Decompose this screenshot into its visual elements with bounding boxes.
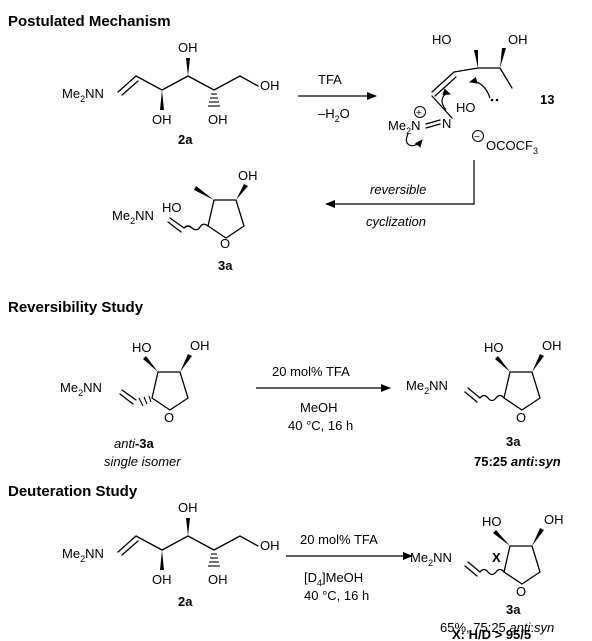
compound-3a-product: HO OH O Me2NN 3a 75:25 anti:syn — [406, 338, 562, 469]
me2nn-label: Me2NN — [406, 378, 448, 396]
compound-2a-deuteration: Me2NN OH OH OH OH 2a — [62, 500, 280, 609]
reagent-20-mol-tfa: 20 mol% TFA — [300, 532, 378, 547]
trifluoroacetate-label: OCOCF3 — [486, 138, 538, 156]
ring-oxygen: O — [164, 410, 174, 425]
oh-label: OH — [260, 78, 280, 93]
oh-label: OH — [238, 168, 258, 183]
me2nn-label: Me2NN — [62, 546, 104, 564]
anti-3a-label: anti-3a — [114, 436, 155, 451]
me2nn-label: Me2NN — [112, 208, 154, 226]
oh-label: OH — [208, 112, 228, 127]
compound-label-2a: 2a — [178, 132, 193, 147]
ho-label: HO — [162, 200, 182, 215]
compound-label-3a: 3a — [506, 434, 521, 449]
cyclization-arrow — [325, 160, 475, 208]
solvent-meoh: MeOH — [300, 400, 338, 415]
reagent-minus-water: –H2O — [318, 106, 350, 124]
me2nn-label: Me2NN — [60, 380, 102, 398]
oh-label: OH — [508, 32, 528, 47]
me2nn-label: Me2NN — [62, 86, 104, 104]
cyclization-label: cyclization — [366, 214, 426, 229]
compound-label-13: 13 — [540, 92, 554, 107]
oh-label: OH — [544, 512, 564, 527]
n-label: N — [442, 116, 451, 131]
oh-label: OH — [542, 338, 562, 353]
oh-label: OH — [260, 538, 280, 553]
heading-reversibility-study: Reversibility Study — [8, 299, 144, 316]
compound-2a-mechanism: Me2NN OH OH OH OH 2a — [62, 40, 280, 147]
me2n-plus-label: Me2N — [388, 118, 420, 136]
oh-label: OH — [190, 338, 210, 353]
yield-ratio: 65%, 75:25 anti:syn — [440, 620, 554, 635]
hd-ratio: X: H/D > 95/5 — [452, 627, 531, 641]
ho-label: HO — [456, 100, 476, 115]
conditions: 40 °C, 16 h — [304, 588, 369, 603]
oh-label: OH — [178, 500, 198, 515]
intermediate-13: HO OH HO 13 Me2N + N − OCOCF3 — [388, 32, 554, 156]
ring-oxygen: O — [516, 410, 526, 425]
compound-label-3a: 3a — [506, 602, 521, 617]
ho-label: HO — [482, 514, 502, 529]
oh-label: OH — [178, 40, 198, 55]
heading-postulated-mechanism: Postulated Mechanism — [8, 13, 171, 30]
reagent-20-mol-tfa: 20 mol% TFA — [272, 364, 350, 379]
compound-3a-mechanism: HO OH O Me2NN 3a — [112, 168, 258, 273]
single-isomer-label: single isomer — [104, 454, 181, 469]
plus-charge: + — [416, 108, 422, 119]
solvent-d4-meoh: [D4]MeOH — [304, 570, 363, 588]
compound-3a-deuterated: HO OH O X Me2NN 3a 65%, 75:25 anti:syn — [410, 512, 564, 635]
heading-deuteration-study: Deuteration Study — [8, 483, 138, 500]
minus-charge: − — [474, 132, 480, 143]
oh-label: OH — [152, 112, 172, 127]
ho-label: HO — [132, 340, 152, 355]
reagent-tfa: TFA — [318, 72, 342, 87]
ring-oxygen: O — [220, 236, 230, 251]
ring-oxygen: O — [516, 584, 526, 599]
oh-label: OH — [152, 572, 172, 587]
compound-label-3a: 3a — [218, 258, 233, 273]
compound-anti-3a: HO OH O Me2NN anti-3a single isomer — [60, 338, 210, 469]
x-substituent: X — [492, 550, 501, 565]
hash-bond — [208, 93, 220, 107]
oh-label: OH — [208, 572, 228, 587]
ho-label: HO — [432, 32, 452, 47]
conditions: 40 °C, 16 h — [288, 418, 353, 433]
me2nn-label: Me2NN — [410, 550, 452, 568]
ho-label: HO — [484, 340, 504, 355]
reversible-label: reversible — [370, 182, 426, 197]
compound-label-2a: 2a — [178, 594, 193, 609]
product-ratio: 75:25 anti:syn — [474, 454, 561, 469]
